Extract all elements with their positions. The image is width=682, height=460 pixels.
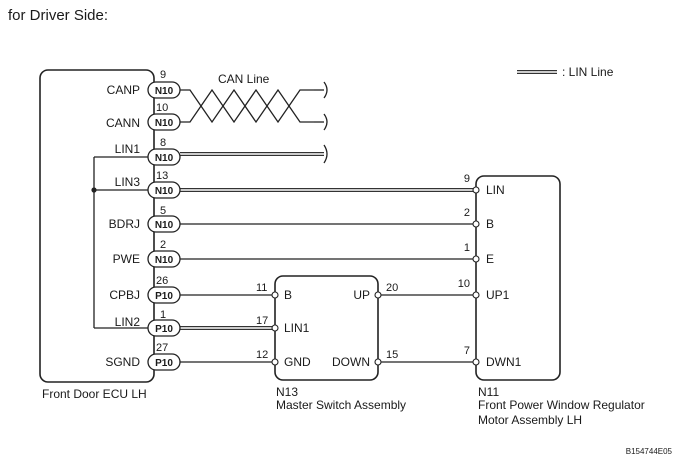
motor-label-lin: LIN bbox=[486, 183, 505, 197]
ecu-label-lin2: LIN2 bbox=[115, 315, 141, 329]
motor-label-b: B bbox=[486, 217, 494, 231]
can-line-label: CAN Line bbox=[218, 72, 270, 86]
motor-box bbox=[475, 175, 561, 381]
ecu-pin-lin2: 1 bbox=[160, 309, 166, 321]
ms-label-down: DOWN bbox=[332, 355, 370, 369]
ecu-pin-lin1: 8 bbox=[160, 137, 166, 149]
ecu-connector-pwe: N10 bbox=[155, 255, 174, 266]
legend-label: : LIN Line bbox=[562, 65, 614, 79]
master-switch-code: N13 bbox=[276, 385, 298, 399]
ecu-connector-cpbj: P10 bbox=[155, 291, 173, 302]
motor-pin-b: 2 bbox=[464, 207, 470, 219]
ms-label-up: UP bbox=[353, 288, 370, 302]
motor-name-line2: Motor Assembly LH bbox=[478, 413, 582, 427]
ms-pin-up: 20 bbox=[386, 282, 398, 294]
ecu-pin-canp: 9 bbox=[160, 69, 166, 81]
ecu-pin-lin3: 13 bbox=[156, 170, 168, 182]
ms-label-b: B bbox=[284, 288, 292, 302]
ecu-name: Front Door ECU LH bbox=[42, 387, 147, 401]
motor-pin-up1: 10 bbox=[458, 278, 470, 290]
lin-legend: : LIN Line bbox=[517, 65, 614, 79]
lin1-stub bbox=[180, 144, 328, 164]
motor-label-e: E bbox=[486, 252, 494, 266]
ecu-pin-cpbj: 26 bbox=[156, 275, 168, 287]
motor-pin-e: 1 bbox=[464, 242, 470, 254]
ecu-connectors: N10 N10 N10 N10 N10 N10 P10 P10 P10 bbox=[147, 81, 181, 371]
ecu-label-cann: CANN bbox=[106, 116, 140, 130]
ecu-connector-lin1: N10 bbox=[155, 153, 174, 164]
ecu-label-lin1: LIN1 bbox=[115, 142, 141, 156]
can-line: CAN Line bbox=[180, 72, 328, 131]
ecu-label-sgnd: SGND bbox=[105, 355, 140, 369]
motor-terminals: 9 2 1 10 7 LIN B E UP1 DWN1 bbox=[458, 173, 522, 369]
motor-code: N11 bbox=[478, 385, 499, 399]
ms-label-gnd: GND bbox=[284, 355, 311, 369]
ecu-connector-lin2: P10 bbox=[155, 324, 173, 335]
ms-pin-lin1: 17 bbox=[256, 315, 268, 327]
ecu-pin-sgnd: 27 bbox=[156, 342, 168, 354]
master-switch-name: Master Switch Assembly bbox=[276, 398, 406, 412]
ecu-label-pwe: PWE bbox=[113, 252, 140, 266]
ecu-connector-bdrj: N10 bbox=[155, 220, 174, 231]
ecu-internal-lin-branch bbox=[91, 156, 148, 329]
master-switch-terminals: 11 17 12 B LIN1 GND UP DOWN 20 15 bbox=[256, 282, 398, 369]
ecu-label-lin3: LIN3 bbox=[115, 175, 141, 189]
ecu-pin-pwe: 2 bbox=[160, 239, 166, 251]
ecu-pin-numbers: 9 10 8 13 5 2 26 1 27 bbox=[156, 69, 168, 354]
ecu-connector-cann: N10 bbox=[155, 118, 174, 129]
ecu-connector-lin3: N10 bbox=[155, 186, 174, 197]
ecu-label-bdrj: BDRJ bbox=[109, 217, 140, 231]
diagram-title: for Driver Side: bbox=[8, 7, 108, 24]
motor-pin-lin: 9 bbox=[464, 173, 470, 185]
motor-name-line1: Front Power Window Regulator bbox=[478, 398, 645, 412]
motor-label-dwn1: DWN1 bbox=[486, 355, 522, 369]
ecu-terminal-labels: CANP CANN LIN1 LIN3 BDRJ PWE CPBJ LIN2 S… bbox=[105, 83, 140, 369]
ms-pin-gnd: 12 bbox=[256, 349, 268, 361]
ecu-label-cpbj: CPBJ bbox=[109, 288, 140, 302]
motor-label-up1: UP1 bbox=[486, 288, 510, 302]
ms-pin-b: 11 bbox=[256, 282, 267, 294]
figure-id: B154744E05 bbox=[626, 447, 673, 456]
ecu-label-canp: CANP bbox=[107, 83, 140, 97]
ecu-pin-bdrj: 5 bbox=[160, 205, 166, 217]
ms-pin-down: 15 bbox=[386, 349, 398, 361]
ms-label-lin1: LIN1 bbox=[284, 321, 310, 335]
motor-pin-dwn1: 7 bbox=[464, 345, 470, 357]
ecu-connector-canp: N10 bbox=[155, 86, 174, 97]
ecu-connector-sgnd: P10 bbox=[155, 358, 173, 369]
ecu-pin-cann: 10 bbox=[156, 102, 168, 114]
